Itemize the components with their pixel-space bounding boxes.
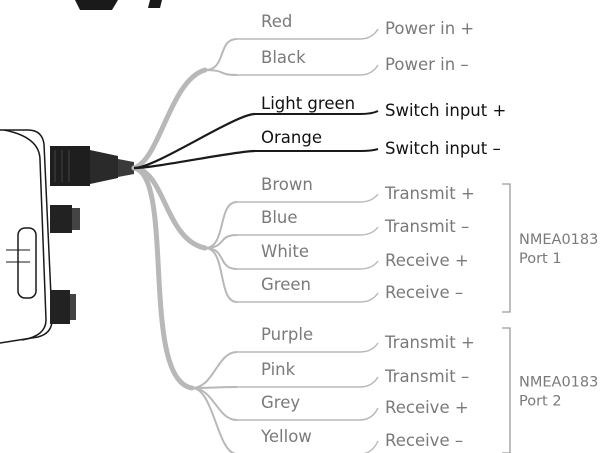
wire-branch-yellow [191,387,238,453]
wire-color-label: Purple [261,325,313,344]
wire-branch-pink [191,386,238,389]
group-label-line2: Port 2 [519,394,562,410]
wire-color-label: Blue [261,208,298,227]
wire-line-red [237,28,379,40]
group-label-line1: NMEA0183 [519,232,598,248]
wire-color-label: Light green [261,94,355,113]
group-bracket [502,327,511,453]
device-unit [0,129,53,344]
wire-function-label: Transmit – [384,367,469,386]
wire-line-black [237,64,379,76]
wire-branch-black [204,69,238,76]
wire-color-label: Orange [261,128,322,147]
wire-branch-green [204,247,238,303]
wire-color-label: Yellow [260,427,312,446]
wire-line-grey [237,407,379,421]
wire-line-orange [255,148,379,152]
wire-function-label: Receive – [385,283,463,302]
wire-color-label: Black [261,48,306,67]
wire-color-label: Red [261,12,292,31]
wire-color-label: Grey [261,393,300,412]
wire-color-label: White [261,242,309,261]
wire-branch-white [204,247,238,270]
wire-line-light-green [255,110,379,115]
side-connector-upper [50,205,80,233]
wire-color-label: Pink [261,360,296,379]
wire-branch-grey [191,387,238,421]
trunk-cable-4 [131,165,195,391]
wire-function-label: Power in – [385,55,469,74]
wire-line-blue [237,226,379,236]
wire-color-label: Green [261,275,311,294]
wire-function-label: Transmit + [384,184,475,203]
group-label-line2: Port 1 [519,251,562,267]
wire-line-purple [237,342,379,353]
wire-line-green [237,292,379,303]
wire-function-label: Receive + [385,398,469,417]
wire-line-pink [237,376,379,388]
wire-branch-orange [133,149,256,170]
cable-plug [50,146,134,186]
wire-line-white [237,260,379,270]
wire-function-label: Switch input – [385,139,501,158]
wire-branch-light-green [133,112,256,170]
group-bracket [502,183,511,313]
wire-function-label: Power in + [385,19,474,38]
wire-function-label: Receive + [385,251,469,270]
group-label-line1: NMEA0183 [519,375,598,391]
bracket-layer [502,183,511,453]
wire-branch-purple [191,351,238,389]
wire-function-label: Transmit + [384,333,475,352]
title-fragment [75,0,162,10]
wire-line-brown [237,193,379,203]
wire-function-label: Switch input + [385,101,506,120]
wire-function-label: Transmit – [384,217,469,236]
side-connector-lower [50,290,76,324]
wire-function-label: Receive – [385,431,463,450]
wire-line-yellow [363,440,379,453]
wire-branch-red [204,38,238,71]
trunk-cable-1 [131,67,208,171]
wire-layer [131,28,379,453]
wire-color-label: Brown [261,175,313,194]
